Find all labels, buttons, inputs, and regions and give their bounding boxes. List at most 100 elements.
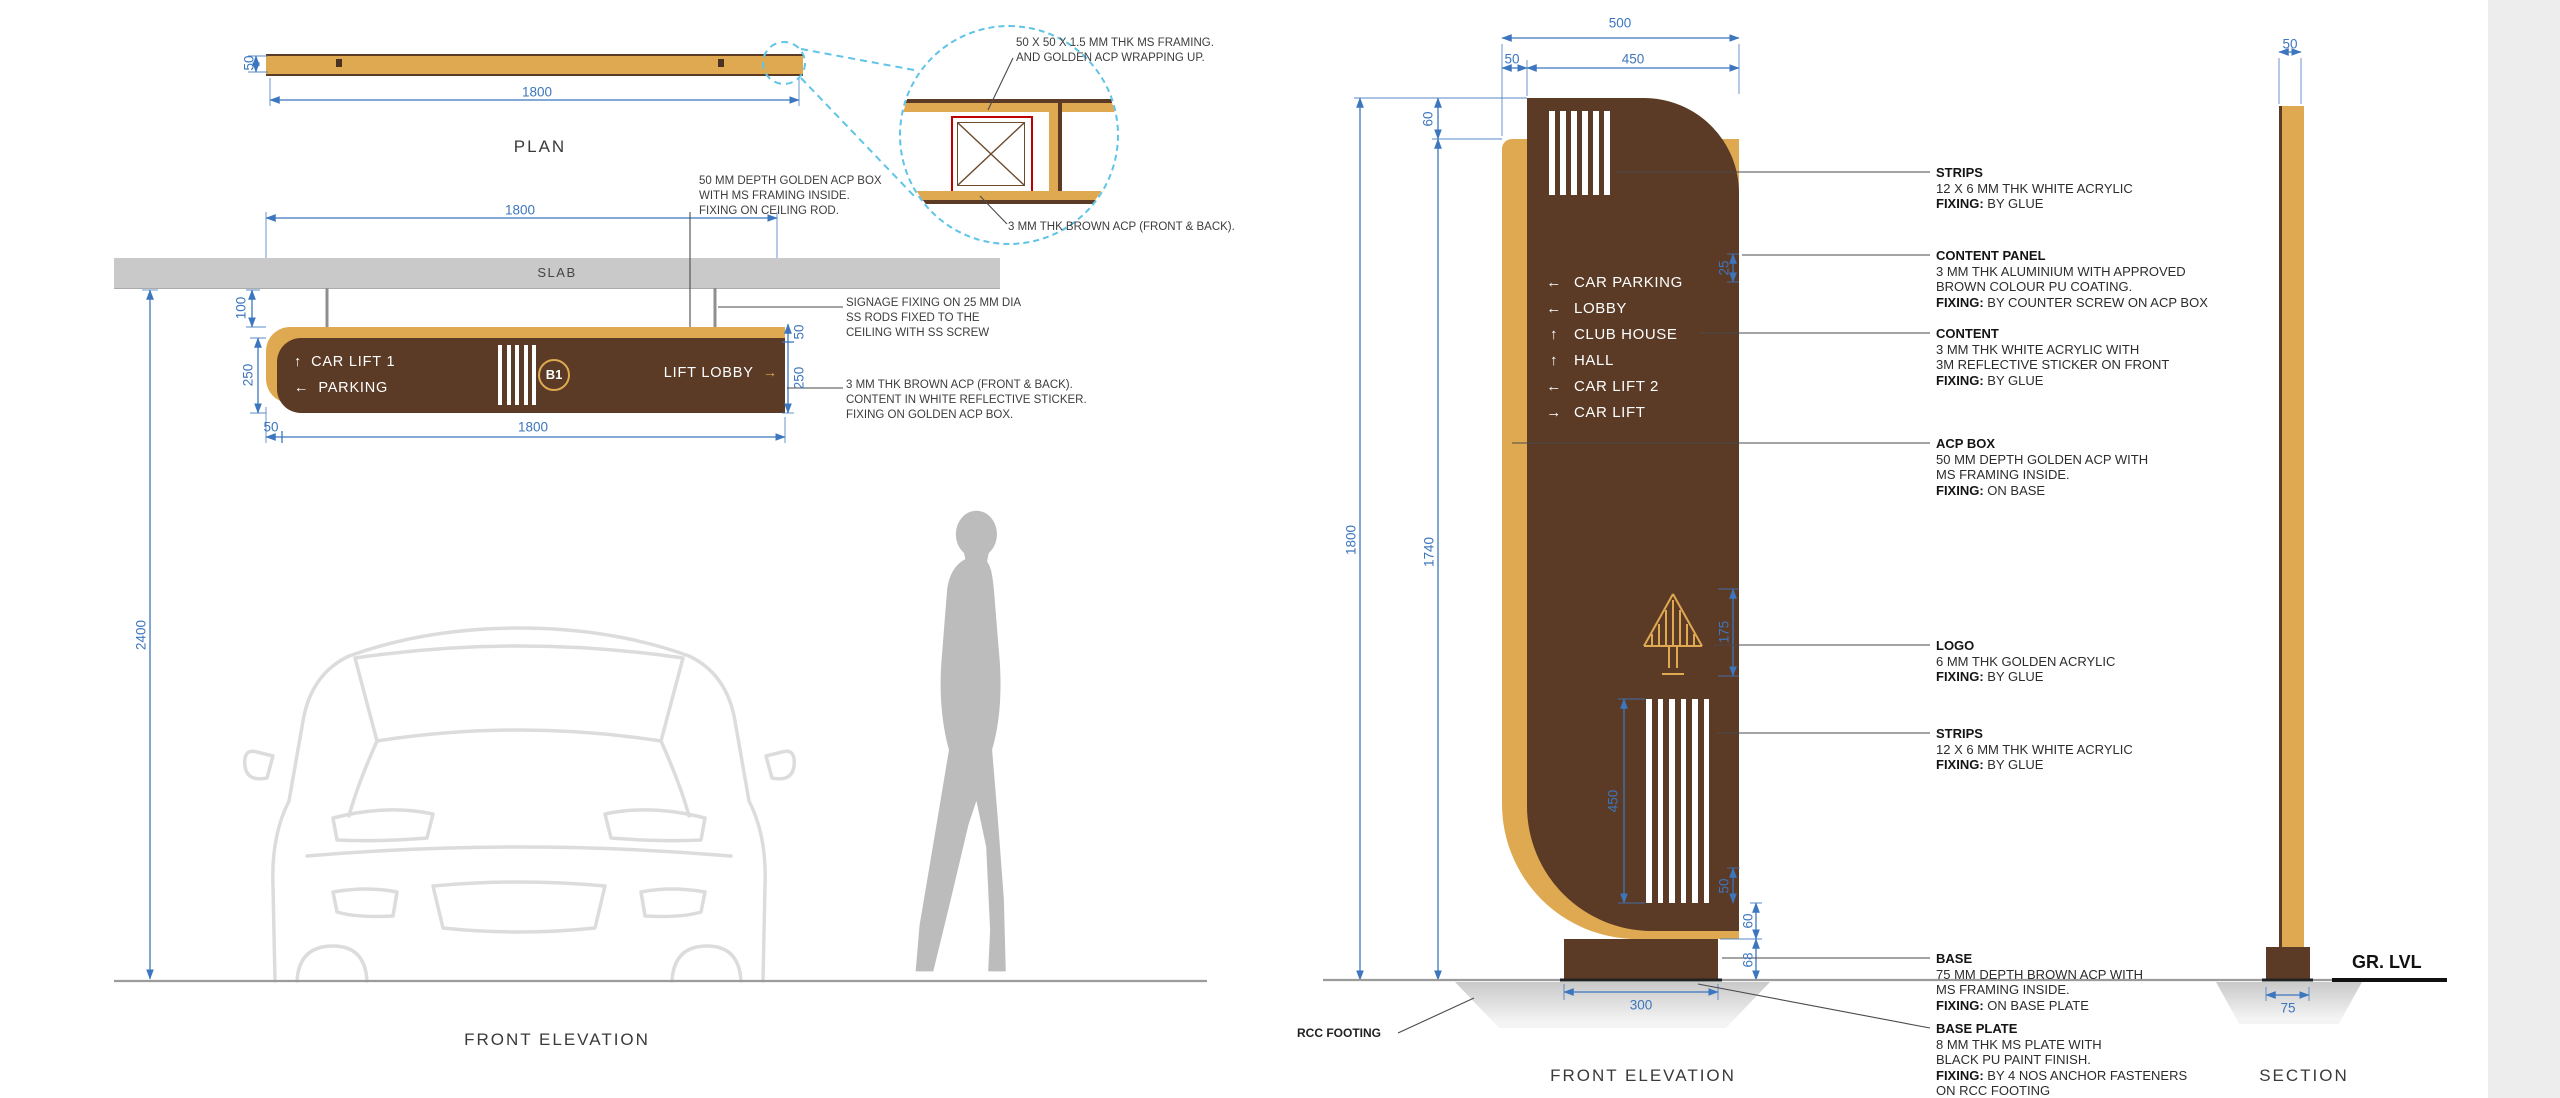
- ceiling-sign-panel: [277, 338, 785, 413]
- up-arrow-icon: ↑: [294, 354, 303, 370]
- directory-label: LOBBY: [1574, 299, 1628, 317]
- strip: [1549, 111, 1555, 195]
- dim-rod-length: 100: [233, 296, 249, 320]
- note-acp-box: 50 MM DEPTH GOLDEN ACP BOX WITH MS FRAMI…: [699, 175, 882, 218]
- ms-framing-square: [957, 122, 1025, 186]
- dim-strips-offset: 50: [1716, 878, 1732, 894]
- dim-sign-height-left: 250: [240, 363, 256, 387]
- plan-title: PLAN: [513, 137, 567, 156]
- annotation-strips-top: STRIPS 12 X 6 MM THK WHITE ACRYLIC FIXIN…: [1936, 165, 2133, 212]
- plan-bar: [266, 54, 803, 76]
- ms-framing-cross-icon: [957, 122, 1025, 186]
- section-title: SECTION: [2259, 1066, 2349, 1085]
- rcc-footing-shape: [1455, 982, 1770, 1028]
- left-arrow-icon: ←: [1546, 273, 1562, 291]
- sign-item-row: ← PARKING: [294, 377, 388, 399]
- page-edge-shade: [2488, 0, 2560, 1098]
- totem-elevation-title: FRONT ELEVATION: [1550, 1066, 1736, 1085]
- annotation-base-plate: BASE PLATE 8 MM THK MS PLATE WITH BLACK …: [1936, 1021, 2188, 1098]
- directory-label: CLUB HOUSE: [1574, 325, 1678, 343]
- plan-rod-mark: [718, 59, 724, 67]
- annotation-strips-bottom: STRIPS 12 X 6 MM THK WHITE ACRYLIC FIXIN…: [1936, 726, 2133, 773]
- annotation-logo: LOGO 6 MM THK GOLDEN ACRYLIC FIXING: BY …: [1936, 638, 2116, 685]
- directory-row: ← LOBBY: [1545, 296, 1750, 320]
- person-silhouette: [915, 510, 1006, 972]
- sign-right-label: LIFT LOBBY: [663, 365, 754, 381]
- left-arrow-icon: ←: [1546, 377, 1562, 395]
- left-elevation-title: FRONT ELEVATION: [464, 1030, 650, 1049]
- strip: [523, 345, 528, 405]
- plan-rod-mark: [336, 59, 342, 67]
- dim-base-width: 300: [1629, 997, 1653, 1013]
- dim-content-offset: 25: [1716, 260, 1732, 276]
- totem-strips-bottom: [1646, 699, 1709, 903]
- directory-row: ↑ CLUB HOUSE: [1545, 322, 1750, 346]
- highlight-square: [951, 116, 1033, 194]
- dim-totem-width: 500: [1608, 15, 1632, 31]
- detail-brown-end: [1058, 99, 1062, 204]
- annotation-content-panel: CONTENT PANEL 3 MM THK ALUMINIUM WITH AP…: [1936, 248, 2208, 310]
- dim-base-height: 68: [1740, 952, 1756, 968]
- detail-gold-top: [901, 103, 1117, 112]
- totem-strips-top: [1549, 111, 1610, 195]
- detail-gold-bottom: [901, 191, 1117, 200]
- dim-elev-total-height: 2400: [133, 619, 149, 651]
- dim-logo-height: 175: [1716, 620, 1732, 644]
- detail-brown-bottom: [901, 200, 1117, 204]
- sign-item-label: CAR LIFT 1: [311, 354, 396, 370]
- up-arrow-icon: ↑: [1549, 325, 1559, 343]
- strip: [1657, 699, 1663, 903]
- note-ss-rods: SIGNAGE FIXING ON 25 MM DIA SS RODS FIXE…: [846, 297, 1022, 340]
- directory-label: CAR LIFT 2: [1574, 377, 1659, 395]
- section-base: [2266, 947, 2310, 980]
- strip: [1571, 111, 1577, 195]
- directory-row: ← CAR PARKING: [1545, 270, 1750, 294]
- strip: [1604, 111, 1610, 195]
- annotation-base: BASE 75 MM DEPTH BROWN ACP WITH MS FRAMI…: [1936, 951, 2144, 1013]
- slab: SLAB: [114, 258, 1000, 289]
- dim-sign-50-bottom: 50: [263, 419, 279, 435]
- dim-totem-gold-width: 50: [1504, 51, 1520, 67]
- dim-totem-top-offset: 60: [1420, 111, 1436, 127]
- dim-plan-height: 50: [241, 55, 257, 71]
- totem-base: [1564, 939, 1718, 980]
- strip: [1692, 699, 1698, 903]
- dim-sign-width: 1800: [517, 419, 549, 435]
- gr-lvl-text: GR. LVL: [2352, 952, 2422, 972]
- left-arrow-icon: ←: [1546, 299, 1562, 317]
- sign-item-label: PARKING: [318, 380, 389, 396]
- detail-gold-end: [1049, 103, 1058, 200]
- up-arrow-icon: ↑: [1549, 351, 1559, 369]
- right-arrow-icon: →: [1546, 403, 1562, 421]
- ceiling-rods: [325, 288, 717, 327]
- strip: [1669, 699, 1675, 903]
- directory-row: ↑ HALL: [1545, 348, 1750, 372]
- directory-row: → CAR LIFT: [1545, 400, 1750, 424]
- strip: [1560, 111, 1566, 195]
- b1-badge: B1: [538, 359, 570, 391]
- rcc-footing-label: RCC FOOTING: [1297, 1026, 1381, 1040]
- note-brown-acp-detail: 3 MM THK BROWN ACP (FRONT & BACK).: [1008, 221, 1235, 233]
- sign-white-strips: [498, 345, 536, 405]
- dim-sign-50-right: 50: [791, 324, 807, 340]
- car-silhouette: [243, 626, 796, 983]
- note-ms-framing: 50 X 50 X 1.5 MM THK MS FRAMING. AND GOL…: [1016, 37, 1214, 65]
- directory-label: CAR LIFT: [1574, 403, 1646, 421]
- strip: [532, 345, 536, 405]
- section-bar: [2279, 106, 2304, 947]
- gr-lvl-label: GR. LVL: [2352, 952, 2422, 973]
- dim-totem-panel-width: 450: [1621, 51, 1645, 67]
- dim-strips-height: 450: [1605, 789, 1621, 813]
- strip: [1703, 699, 1709, 903]
- dim-totem-height: 1800: [1343, 524, 1359, 556]
- dim-base-gap: 60: [1740, 913, 1756, 929]
- strip: [1646, 699, 1652, 903]
- dim-elev-top-width: 1800: [504, 202, 536, 218]
- strip: [506, 345, 511, 405]
- strip: [515, 345, 519, 405]
- dim-plan-width: 1800: [521, 84, 553, 100]
- b1-badge-label: B1: [545, 367, 563, 382]
- dim-section-width: 50: [2282, 36, 2298, 52]
- dim-section-base-width: 75: [2280, 1000, 2296, 1016]
